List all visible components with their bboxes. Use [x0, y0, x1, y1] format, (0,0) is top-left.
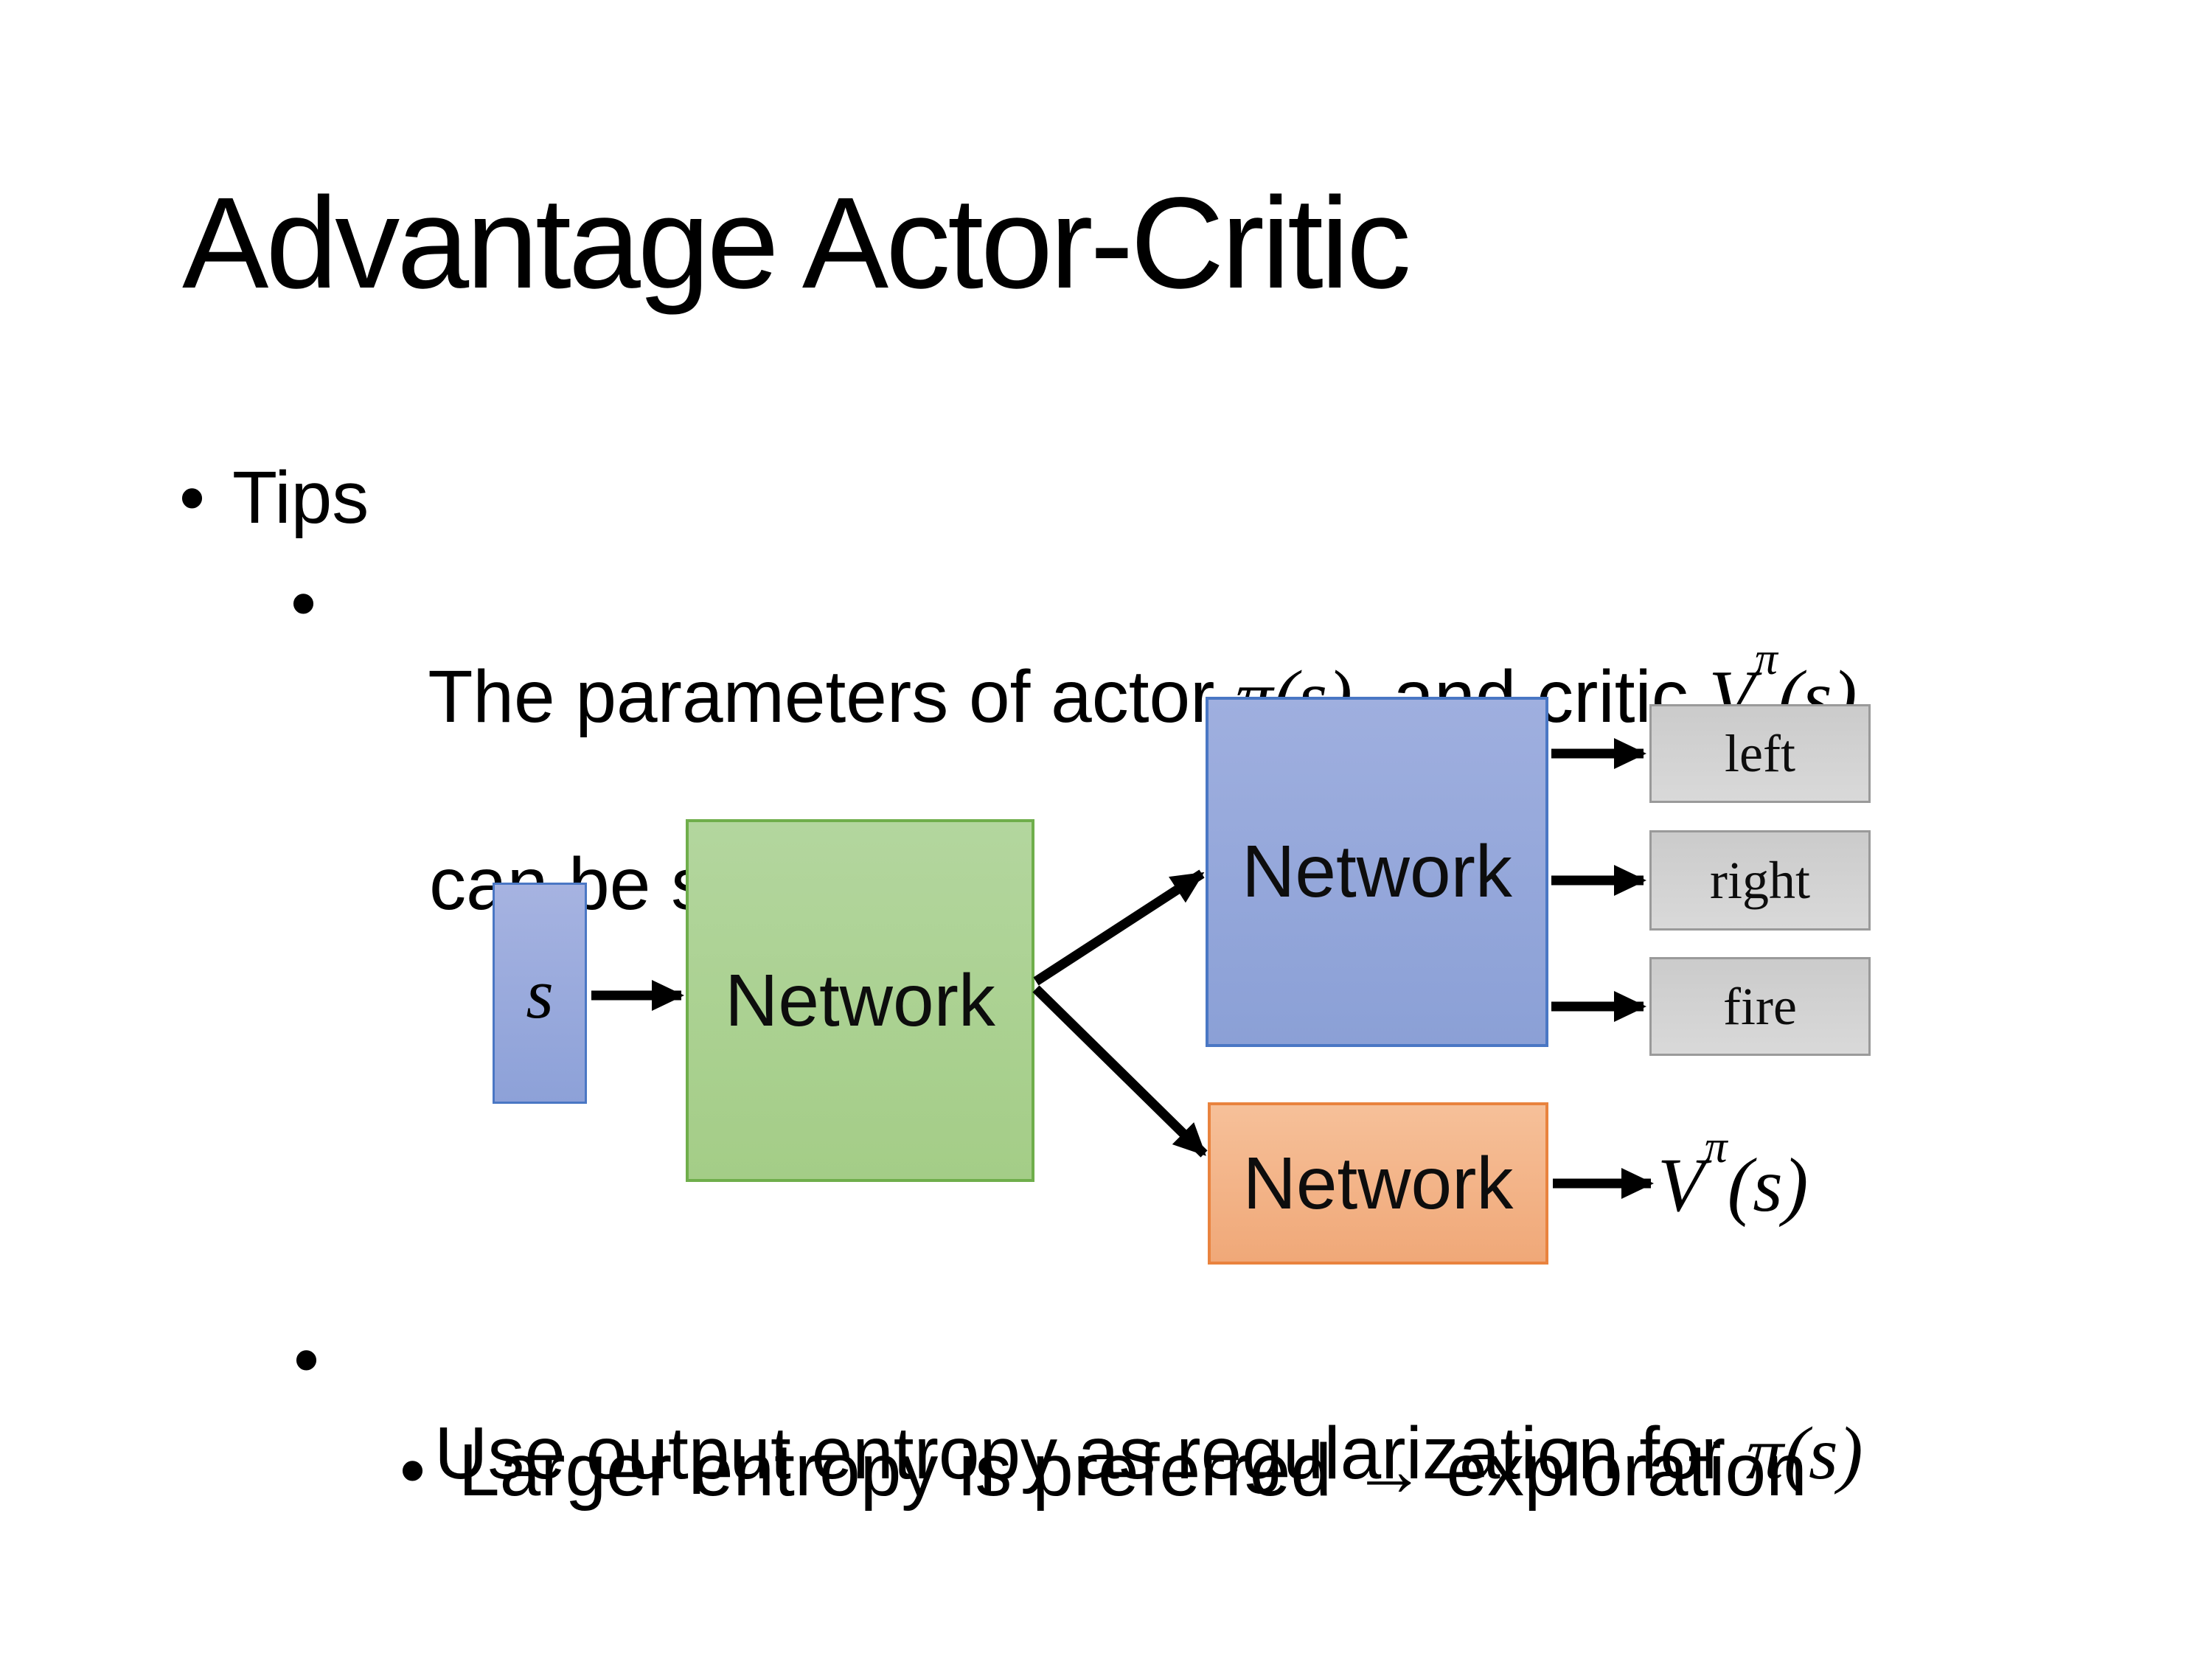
parameters-text-prefix: The parameters of actor [428, 655, 1236, 738]
entropy-text-prefix: Use output entropy as regularization for [434, 1412, 1746, 1495]
critic-network-label: Network [1242, 1141, 1514, 1225]
actor-network-label: Network [1242, 830, 1512, 913]
entropy-pi-math: π(s) [1745, 1412, 1863, 1495]
bullet-tips: Tips [232, 456, 369, 539]
state-label: s [526, 953, 554, 1033]
slide-title: Advantage Actor-Critic [182, 171, 1411, 316]
critic-v-superscript: π [1754, 634, 1778, 685]
action-box-left: left [1649, 704, 1871, 803]
action-box-fire: fire [1649, 957, 1871, 1056]
bullet-dot-tips: • [179, 456, 206, 539]
bullet-dot-parameters: • [291, 562, 317, 644]
shared-network-label: Network [725, 959, 995, 1042]
bullet-entropy: Use output entropy as regularization for… [352, 1313, 1863, 1594]
value-superscript: π [1704, 1122, 1728, 1173]
bullet-exploration: Larger entropy is preferred → exploratio… [459, 1429, 1807, 1512]
action-label-right: right [1710, 850, 1810, 910]
actor-network-box: Network [1206, 697, 1548, 1047]
bullet-dot-exploration: • [400, 1429, 426, 1512]
value-output-label: Vπ(s) [1658, 1122, 1809, 1228]
action-box-right: right [1649, 830, 1871, 931]
action-label-fire: fire [1723, 976, 1797, 1036]
state-box: s [493, 883, 587, 1104]
critic-network-box: Network [1208, 1102, 1548, 1265]
action-label-left: left [1725, 723, 1795, 783]
shared-network-box: Network [686, 819, 1034, 1182]
bullet-dot-entropy: • [293, 1318, 320, 1401]
